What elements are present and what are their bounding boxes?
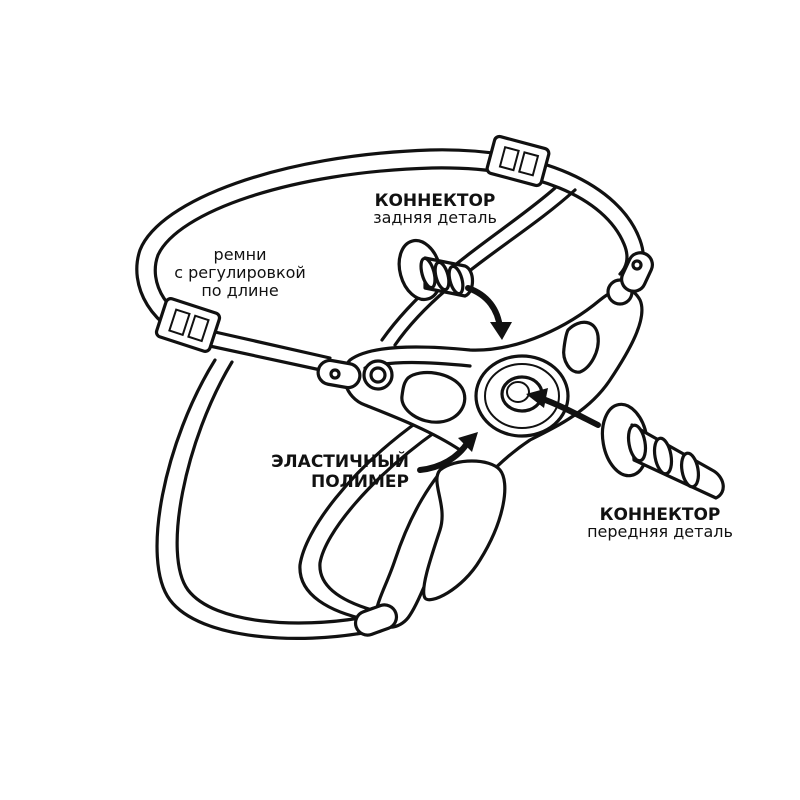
arrow-icon — [465, 285, 512, 340]
arrow-icon — [417, 432, 478, 473]
polymer-label-line2: ПОЛИМЕР — [311, 472, 409, 492]
connector-back-subtitle: задняя деталь — [373, 208, 497, 227]
straps-label-line3: по длине — [201, 281, 278, 300]
connector-front-title: КОННЕКТОР — [600, 505, 721, 525]
front-connector-icon — [600, 402, 725, 500]
arrow-icon — [526, 388, 601, 428]
leg-straps — [155, 186, 577, 640]
strap-buckle-icon — [485, 134, 551, 188]
strap-buckle-icon — [154, 297, 222, 353]
strap-tab — [316, 251, 654, 637]
waist-strap — [135, 148, 645, 374]
connector-back-title: КОННЕКТОР — [375, 191, 496, 211]
straps-label-line1: ремни — [214, 245, 267, 264]
straps-label-line2: с регулировкой — [174, 263, 306, 282]
back-connector-icon — [397, 238, 475, 302]
polymer-label-line1: ЭЛАСТИЧНЫЙ — [271, 450, 409, 472]
connector-front-subtitle: передняя деталь — [587, 522, 733, 541]
